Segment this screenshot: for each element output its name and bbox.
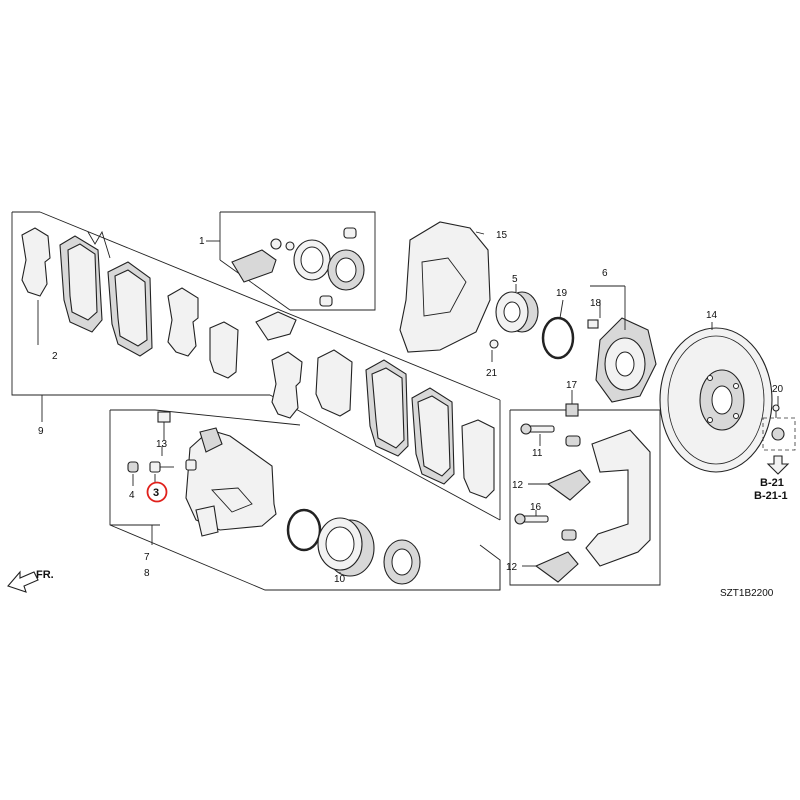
snap-ring [541, 316, 575, 360]
callout-9: 9 [38, 426, 44, 437]
callout-21: 21 [486, 368, 498, 379]
highlight-ring [146, 481, 168, 503]
callout-5: 5 [512, 274, 518, 285]
frame-mounting-bracket [509, 409, 661, 586]
callout-3: 3 [153, 487, 159, 499]
callout-13: 13 [156, 439, 168, 450]
pad-clip [255, 311, 297, 341]
frame-pad-assembly [11, 211, 501, 521]
pad-outer-far [411, 387, 455, 485]
disc-screw [762, 404, 796, 451]
pad-wear-indicator [87, 230, 111, 259]
piston-seal [286, 508, 322, 552]
callout-8: 8 [144, 568, 150, 579]
pad-outer-right [365, 359, 409, 457]
pad-spring-lower [534, 551, 579, 583]
callout-labels: 1 2 4 5 6 7 8 9 10 11 12 12 13 14 15 16 … [38, 230, 784, 585]
callout-1: 1 [199, 236, 205, 247]
pin-lower [514, 513, 577, 541]
callout-7: 7 [144, 552, 150, 563]
callout-17: 17 [566, 380, 578, 391]
pad-inner-left [59, 235, 103, 333]
pad-shim-c [271, 351, 303, 419]
callout-6: 6 [602, 268, 608, 279]
reference-b-21: B-21 [760, 477, 784, 489]
callout-14: 14 [706, 310, 718, 321]
caliper-bracket [585, 429, 651, 567]
callout-15: 15 [496, 230, 508, 241]
reference-arrow [766, 455, 790, 475]
callout-12-lower: 12 [506, 562, 518, 573]
pad-shim-b [209, 321, 239, 379]
leader-lines [37, 231, 779, 574]
callout-19: 19 [556, 288, 568, 299]
reference-b-21-1: B-21-1 [754, 490, 788, 502]
callout-18: 18 [590, 298, 602, 309]
brake-disc [659, 327, 773, 473]
pin-upper [520, 423, 581, 447]
pad-shim-d [315, 349, 353, 417]
bleeder-screw [149, 459, 197, 473]
wheel-hub [587, 317, 657, 403]
callout-4: 4 [129, 490, 135, 501]
callout-10: 10 [334, 574, 346, 585]
piston [317, 517, 375, 577]
pad-shim-e [461, 419, 495, 499]
callout-2: 2 [52, 351, 58, 362]
hub-bearing [495, 291, 539, 333]
callout-20: 20 [772, 384, 784, 395]
callout-11: 11 [532, 448, 543, 459]
piston-boot [383, 539, 421, 585]
seal-kit-parts [231, 227, 365, 307]
frame-seal-kit [219, 211, 376, 311]
arrow-icon [7, 570, 39, 593]
pad-inner-second [107, 261, 153, 357]
dust-shield [399, 221, 499, 353]
caliper-body [185, 427, 277, 537]
direction-label: FR. [36, 569, 54, 581]
pad-shim-outer [21, 227, 51, 297]
pad-spring-upper [546, 469, 591, 501]
callout-16: 16 [530, 502, 542, 513]
bracket-bolt [565, 403, 579, 417]
pad-shim-a [167, 287, 199, 357]
callout-12-upper: 12 [512, 480, 524, 491]
caliper-bolt [157, 411, 171, 440]
front-direction-arrow: FR. [7, 569, 54, 593]
bleeder-cap [127, 461, 139, 473]
highlighted-callout: 3 [146, 481, 168, 503]
diagram-code: SZT1B2200 [720, 588, 774, 599]
